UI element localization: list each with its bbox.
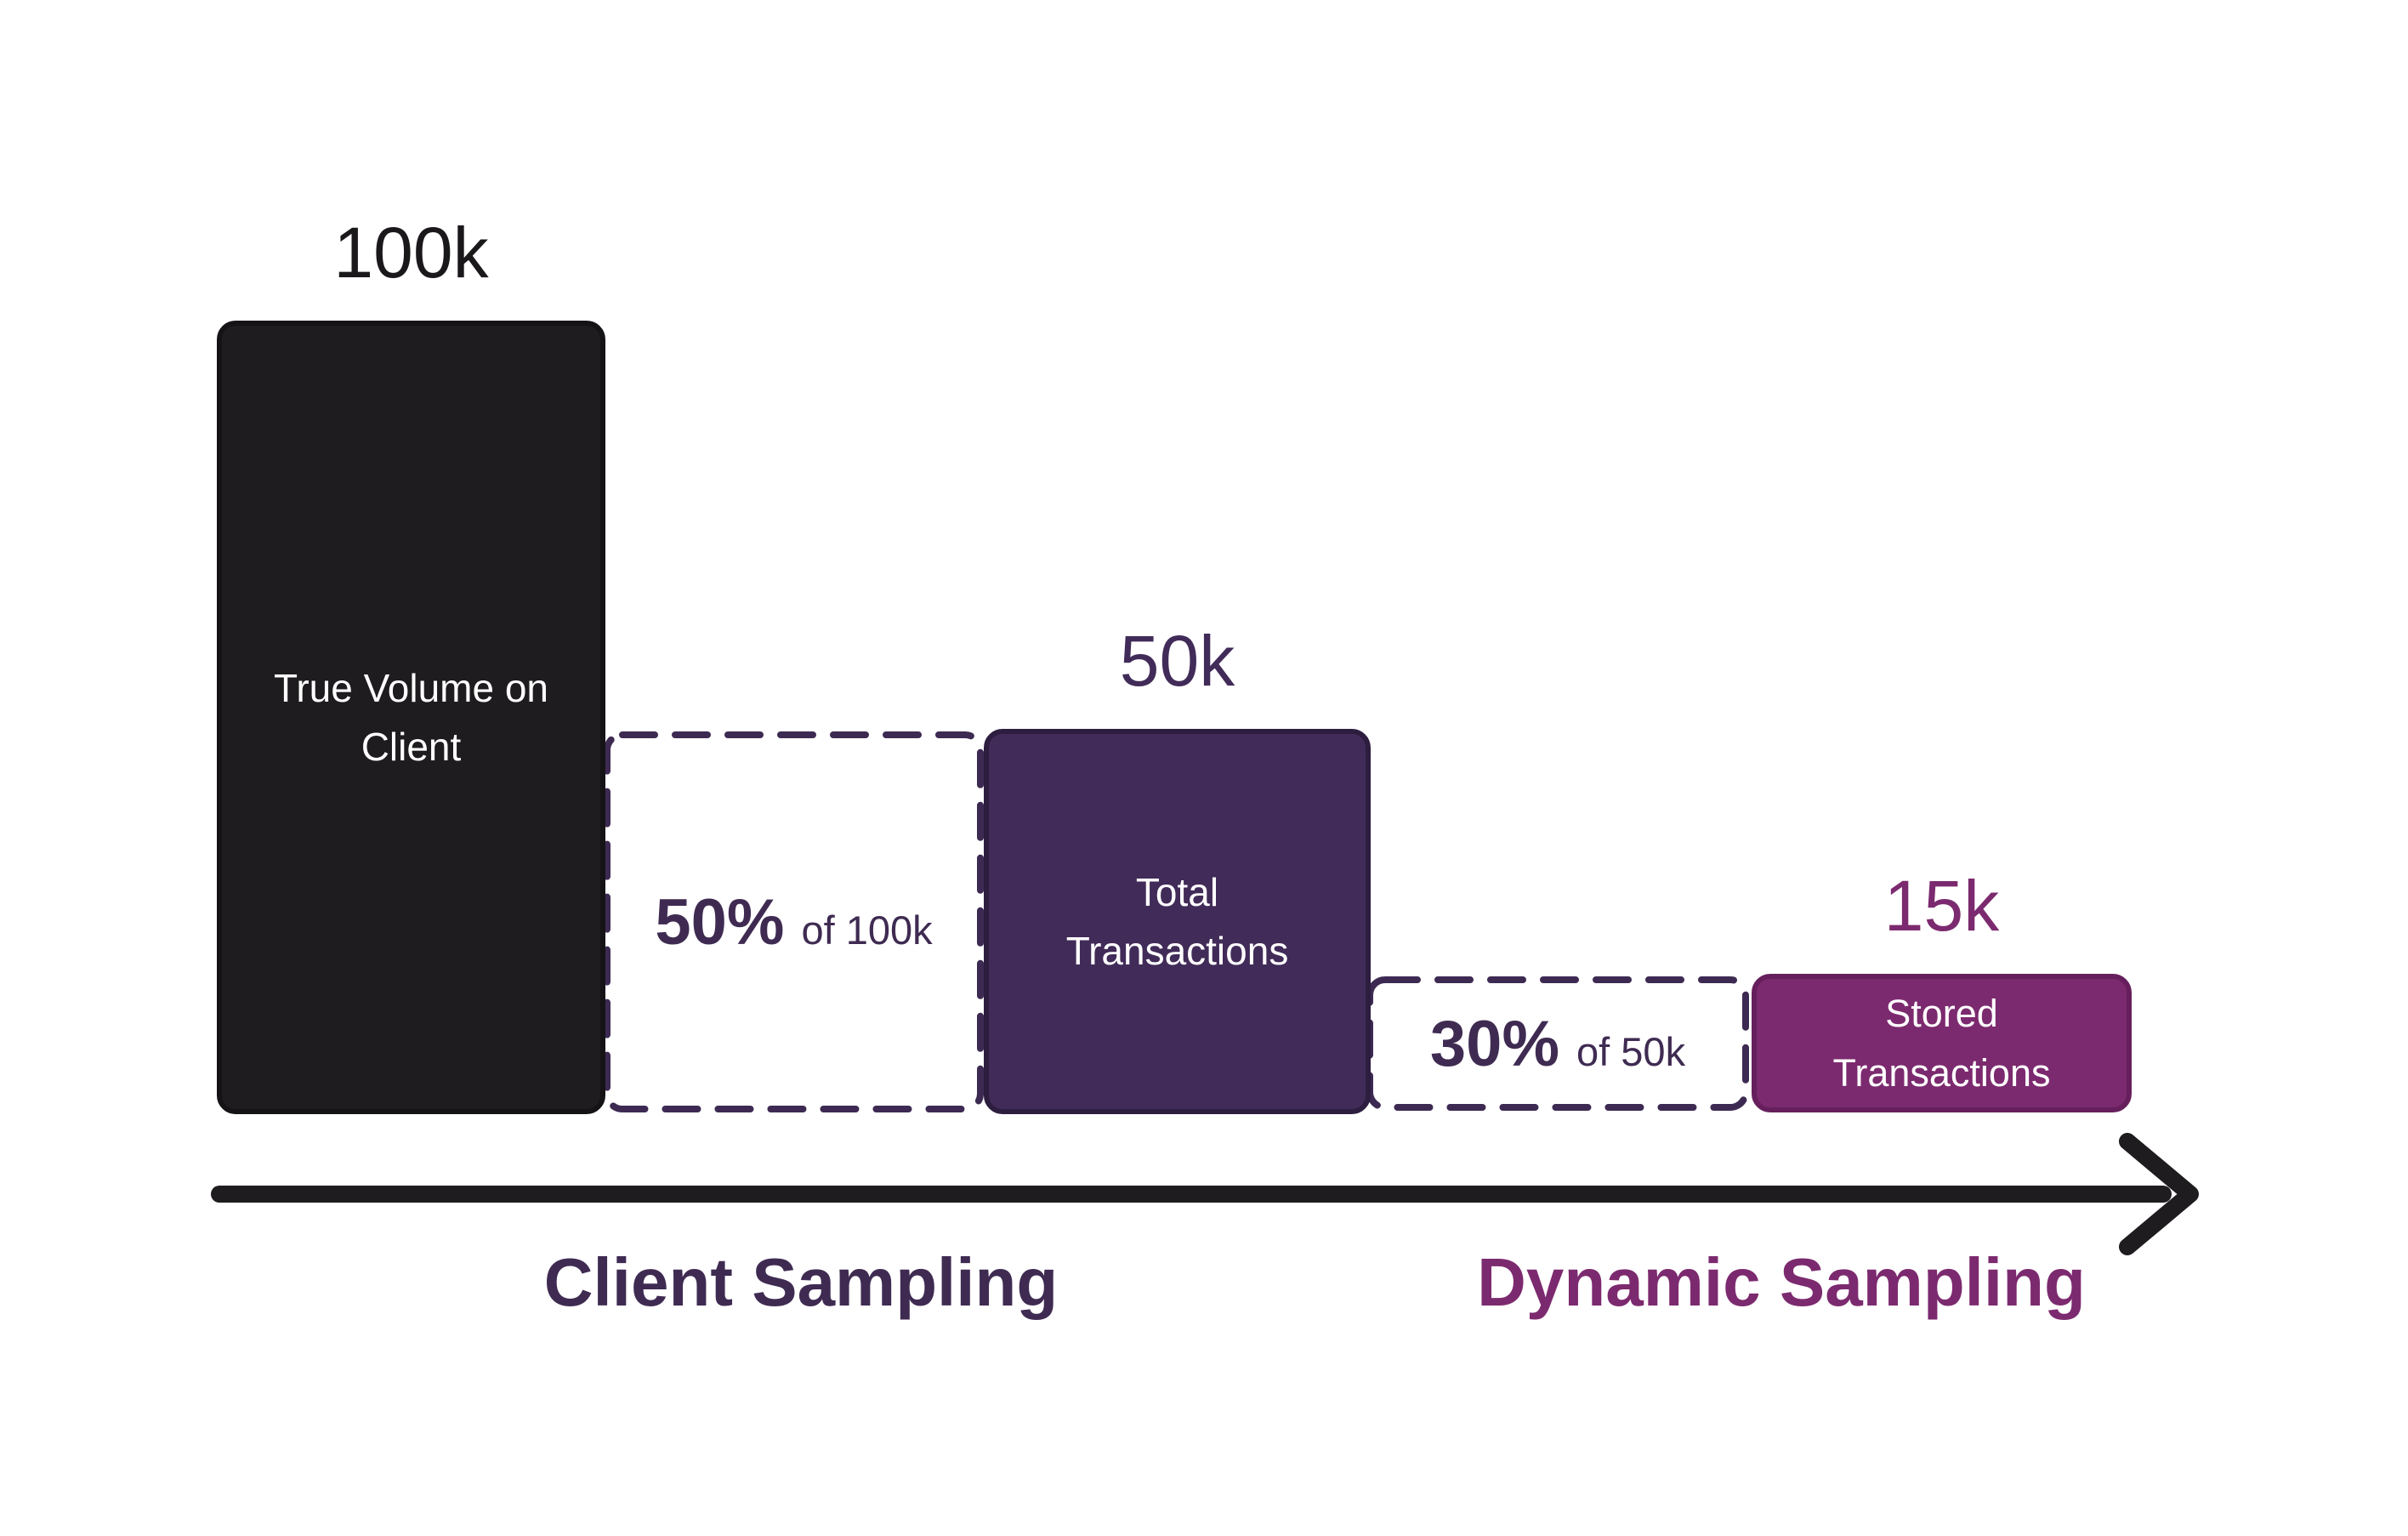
axis-label-dynamic-sampling: Dynamic Sampling (1477, 1244, 2086, 1320)
bar-total-transactions: Total Transactions (984, 729, 1371, 1114)
bar-value-label-total-transactions: 50k (1119, 621, 1235, 701)
bar-label: Stored Transactions (1833, 984, 2051, 1103)
percent-of-label: of 100k (801, 907, 933, 953)
bar-true-volume-on-client: True Volume on Client (217, 321, 605, 1114)
bar-label-line: Transactions (1832, 1050, 2051, 1095)
bar-label-line: Transactions (1065, 928, 1289, 973)
bar-label-line: Total (1135, 869, 1219, 914)
bar-value-label-stored-transactions: 15k (1883, 866, 2000, 946)
bar-label: True Volume on Client (274, 659, 548, 777)
timeline-arrow-head (2119, 1133, 2199, 1255)
bar-label-line: Stored (1885, 991, 1998, 1035)
bar-value-label-true-volume: 100k (333, 213, 489, 293)
bar-stored-transactions: Stored Transactions (1752, 974, 2132, 1112)
percent-of-label: of 50k (1576, 1028, 1686, 1074)
bar-label-line: Client (361, 724, 462, 769)
bar-label-line: True Volume on (273, 665, 549, 710)
percent-value: 30% (1429, 1007, 1560, 1080)
client-sampling-rate-annotation: 50% of 100k (604, 731, 984, 1112)
percent-value: 50% (655, 885, 785, 959)
bar-label: Total Transactions (1066, 863, 1289, 981)
axis-label-client-sampling: Client Sampling (543, 1244, 1059, 1320)
dynamic-sampling-rate-annotation: 30% of 50k (1366, 976, 1749, 1111)
